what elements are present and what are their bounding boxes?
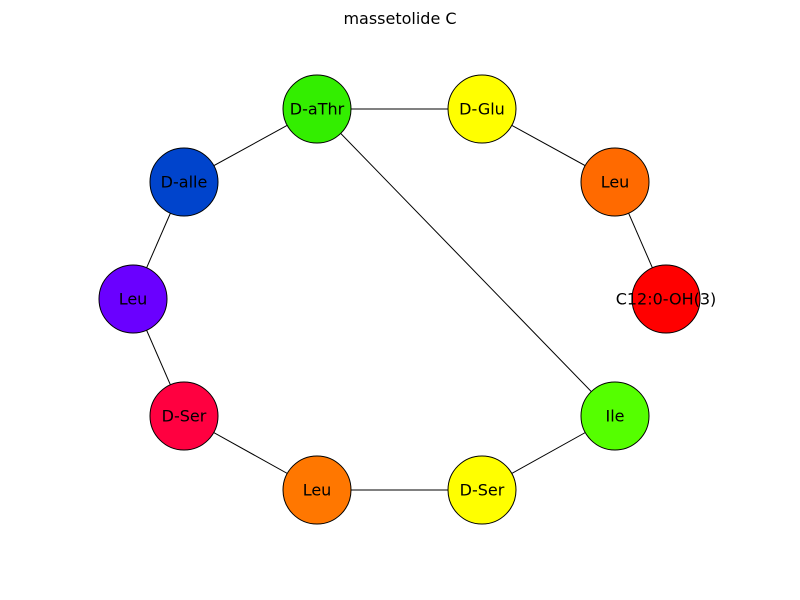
node-circle-dathr	[282, 74, 352, 144]
node-label-leu3: Leu	[303, 481, 332, 500]
node-circle-c12	[631, 264, 701, 334]
node-circle-ile	[580, 381, 650, 451]
node-ile: Ile	[580, 381, 650, 451]
node-label-c12: C12:0-OH(3)	[616, 290, 717, 309]
node-label-dathr: D-aThr	[290, 100, 345, 119]
node-circle-leu1	[580, 147, 650, 217]
node-dser2: D-Ser	[447, 455, 517, 525]
node-label-ile: Ile	[605, 407, 624, 426]
node-circle-leu2	[98, 264, 168, 334]
node-c12: C12:0-OH(3)	[616, 264, 717, 334]
node-leu3: Leu	[282, 455, 352, 525]
node-dser1: D-Ser	[149, 381, 219, 451]
node-circle-dser2	[447, 455, 517, 525]
edge-ile-dathr	[316, 108, 616, 417]
nodes-layer: C12:0-OH(3)LeuD-GluD-aThrD-alleLeuD-SerL…	[98, 74, 717, 525]
node-circle-dglu	[447, 74, 517, 144]
node-leu1: Leu	[580, 147, 650, 217]
node-label-dalle: D-alle	[161, 173, 208, 192]
diagram-title: massetolide C	[343, 9, 457, 28]
node-dglu: D-Glu	[447, 74, 517, 144]
node-circle-dalle	[149, 147, 219, 217]
node-leu2: Leu	[98, 264, 168, 334]
node-label-dser1: D-Ser	[162, 407, 207, 426]
node-label-dglu: D-Glu	[459, 100, 505, 119]
node-dathr: D-aThr	[282, 74, 352, 144]
node-circle-leu3	[282, 455, 352, 525]
node-label-leu2: Leu	[119, 290, 148, 309]
node-circle-dser1	[149, 381, 219, 451]
node-label-dser2: D-Ser	[460, 481, 505, 500]
node-label-leu1: Leu	[601, 173, 630, 192]
node-dalle: D-alle	[149, 147, 219, 217]
